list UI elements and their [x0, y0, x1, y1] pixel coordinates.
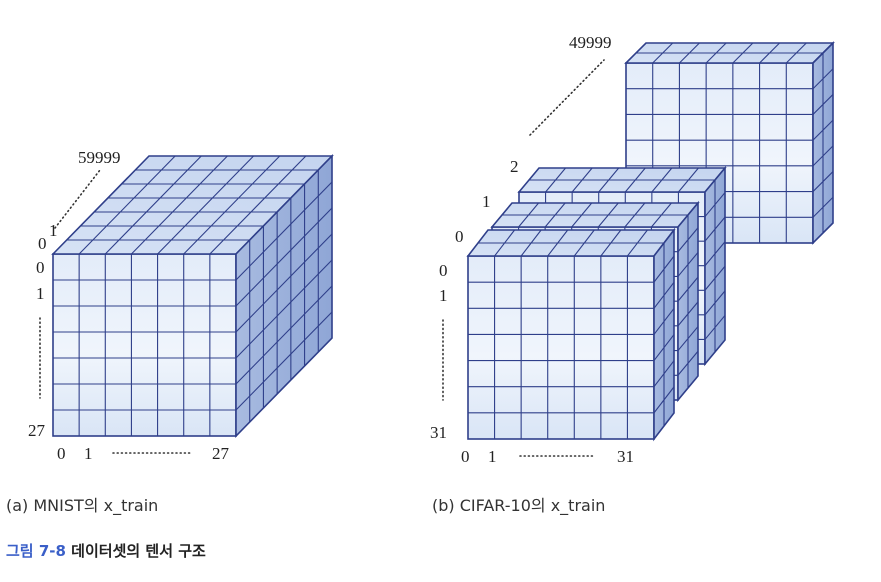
cifar-row-label-first: 0	[439, 261, 448, 280]
cifar-row-label-last: 31	[430, 423, 447, 442]
cifar-batch-label-0: 0	[455, 227, 464, 246]
mnist-tensor-cube	[51, 154, 334, 438]
figure-title-text: 데이터셋의 텐서 구조	[71, 542, 206, 560]
cifar-col-label-first: 0	[461, 447, 470, 466]
cifar-batch-label-2: 2	[510, 157, 519, 176]
figure-number: 그림 7-8	[6, 542, 66, 560]
cifar-batch-label-last: 49999	[569, 33, 612, 52]
caption-cifar: (b) CIFAR-10의 x_train	[432, 496, 606, 515]
mnist-row-label-last: 27	[28, 421, 46, 440]
mnist-col-label-second: 1	[84, 444, 93, 463]
figure-title: 그림 7-8 데이터셋의 텐서 구조	[6, 540, 206, 561]
mnist-col-label-last: 27	[212, 444, 230, 463]
mnist-depth-label-second: 1	[49, 221, 58, 240]
mnist-row-label-second: 1	[36, 284, 45, 303]
mnist-col-label-first: 0	[57, 444, 66, 463]
cifar-cube-0-front-face	[467, 255, 655, 440]
mnist-cube-front-face	[52, 253, 237, 437]
cifar-row-label-second: 1	[439, 286, 448, 305]
mnist-depth-ellipsis	[54, 169, 101, 229]
cifar-col-label-last: 31	[617, 447, 634, 466]
cifar-col-label-second: 1	[488, 447, 497, 466]
mnist-cube-side-face	[235, 154, 333, 438]
mnist-row-label-first: 0	[36, 258, 45, 277]
mnist-depth-label-last: 59999	[78, 148, 121, 167]
mnist-depth-label-first: 0	[38, 234, 47, 253]
cifar-batch-ellipsis	[529, 59, 605, 136]
caption-mnist: (a) MNIST의 x_train	[6, 496, 159, 515]
cifar-tensor-cube-0	[466, 227, 676, 442]
cifar-batch-label-1: 1	[482, 192, 491, 211]
